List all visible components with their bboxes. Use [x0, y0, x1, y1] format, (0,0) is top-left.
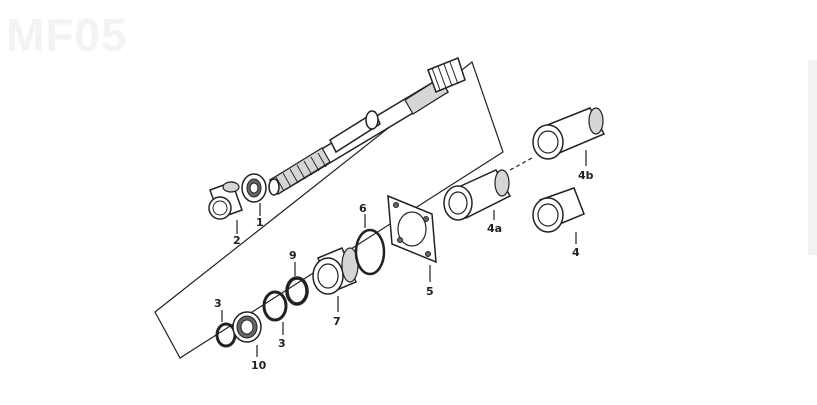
label-part-4: 4	[572, 246, 580, 259]
label-part-6: 6	[359, 202, 367, 215]
part-9-ring	[285, 276, 309, 306]
label-part-5: 5	[426, 285, 434, 298]
part-4b-sleeve	[532, 107, 606, 160]
label-part-4b: 4b	[578, 169, 594, 182]
scrollbar-strip[interactable]	[808, 60, 817, 255]
leader-lines	[221, 150, 587, 357]
label-part-7: 7	[333, 315, 341, 328]
part-2-bushing	[208, 181, 243, 220]
part-6-oring	[354, 228, 386, 276]
label-part-2: 2	[233, 234, 241, 247]
part-3-circlip-right	[262, 290, 288, 322]
label-part-1: 1	[256, 216, 264, 229]
part-5-flange	[387, 194, 437, 264]
part-7-collar	[312, 247, 359, 295]
pto-shaft	[268, 57, 466, 196]
label-part-4a: 4a	[487, 222, 502, 235]
part-4a-sleeve	[443, 169, 512, 221]
part-1-bearing	[241, 173, 267, 203]
label-part-3-left: 3	[214, 297, 222, 310]
label-part-3-right: 3	[278, 337, 286, 350]
watermark-text: MF05	[6, 9, 128, 61]
label-part-9: 9	[289, 249, 297, 262]
assembly-frame	[154, 61, 504, 359]
part-10-seal	[232, 311, 262, 343]
label-part-10: 10	[251, 359, 267, 372]
part-4-cap	[532, 187, 585, 233]
